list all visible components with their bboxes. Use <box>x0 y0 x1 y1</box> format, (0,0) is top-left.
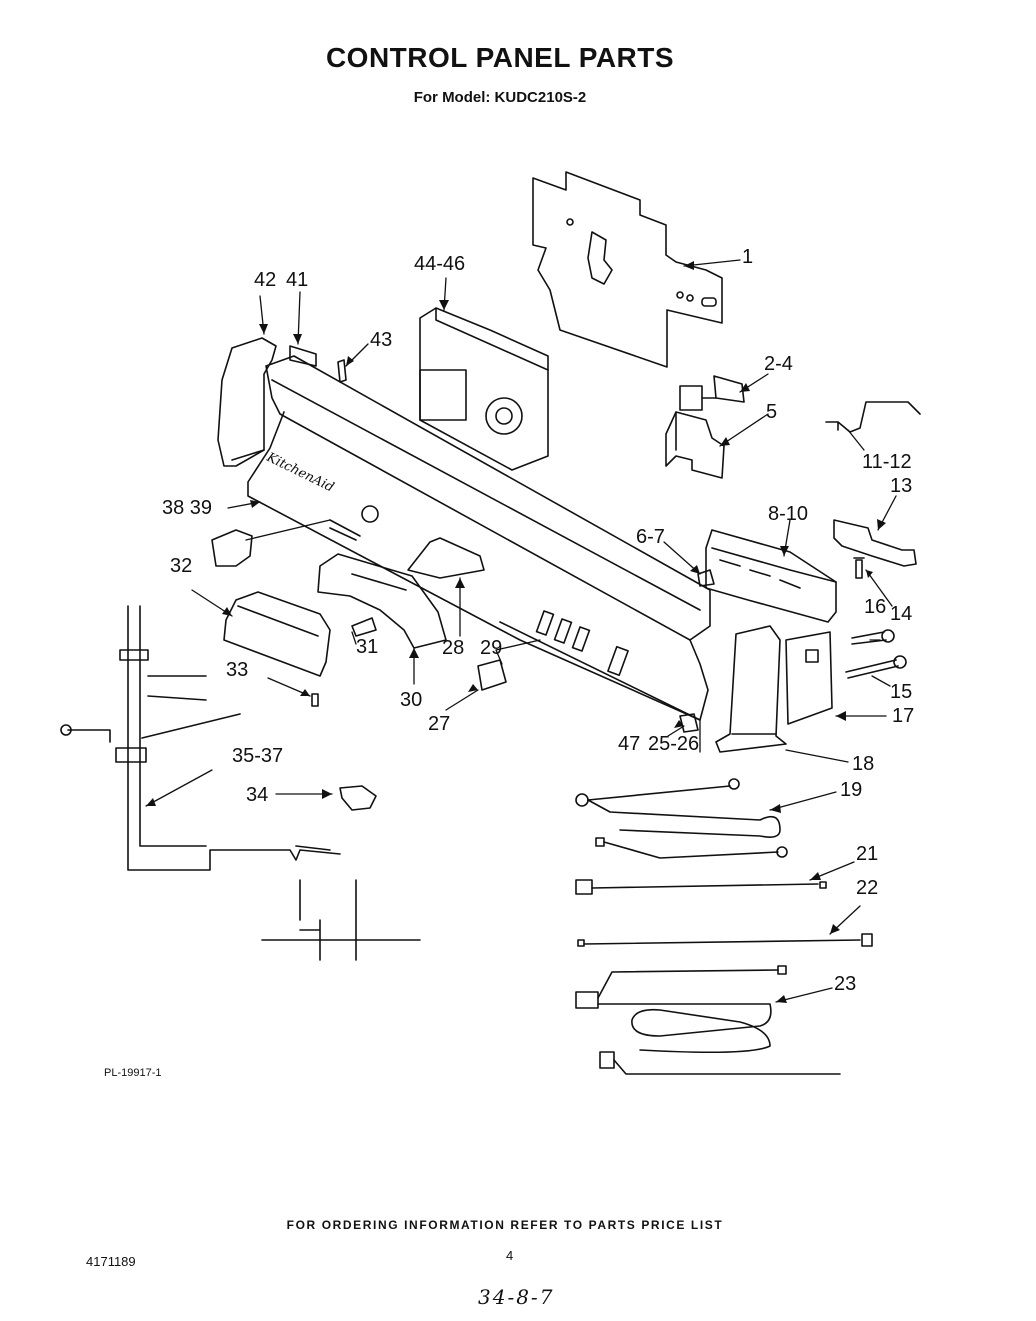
part-18-end-cap <box>715 625 787 753</box>
callout-label: 17 <box>892 705 914 727</box>
part-32-handle <box>223 591 331 677</box>
part-38-39-knob <box>211 529 253 567</box>
callout-label: 42 <box>254 269 276 291</box>
part-22-wire <box>577 933 873 947</box>
callout-label: 35-37 <box>232 745 283 767</box>
page-title: CONTROL PANEL PARTS <box>325 42 675 73</box>
part-15-screw <box>845 655 907 679</box>
model-subtitle: For Model: KUDC210S-2 <box>413 89 587 106</box>
part-33-screw <box>311 693 319 707</box>
callout-label: 5 <box>766 401 777 423</box>
callout-label: 19 <box>840 779 862 801</box>
part-16-screw <box>851 629 895 645</box>
part-2-4-switch <box>679 375 745 411</box>
part-19-wire <box>575 778 788 859</box>
callout-label: 11-12 <box>862 451 912 473</box>
part-control-console <box>247 355 711 721</box>
part-14-screw <box>853 557 865 579</box>
callout-label: 30 <box>400 689 422 711</box>
callout-label: 44-46 <box>414 253 465 275</box>
callout-label: 1 <box>742 246 753 268</box>
callout-label: 18 <box>852 753 874 775</box>
brand-logo: KitchenAid <box>263 450 336 496</box>
callout-label: 16 <box>864 596 886 618</box>
ordering-note: FOR ORDERING INFORMATION REFER TO PARTS … <box>286 1218 724 1232</box>
part-8-10-control-block <box>705 529 837 623</box>
part-17-bracket <box>785 631 833 725</box>
part-30-bracket <box>317 553 447 649</box>
callout-label: 15 <box>890 681 912 703</box>
part-6-7-clip <box>697 569 715 587</box>
part-5-housing <box>665 411 725 479</box>
callout-label: 2-4 <box>764 353 793 375</box>
callout-label: 31 <box>356 636 378 658</box>
handwritten-note: 34-8-7 <box>478 1285 555 1309</box>
callout-label: 34 <box>246 784 268 806</box>
part-35-37-hose <box>60 605 421 961</box>
callout-label: 23 <box>834 973 856 995</box>
callout-arrowheads <box>146 261 886 1003</box>
callout-label: 27 <box>428 713 450 735</box>
callout-label: 47 <box>618 733 640 755</box>
callout-labels: 1 2-4 5 11-12 13 14 15 16 17 18 19 21 22… <box>162 246 914 995</box>
part-34-clip <box>339 785 377 811</box>
callout-label: 14 <box>890 603 912 625</box>
callout-label: 28 <box>442 637 464 659</box>
part-1-bracket-plate <box>532 171 723 368</box>
part-27-29-catch <box>477 659 507 691</box>
callout-label: 13 <box>890 475 912 497</box>
callout-label: 6-7 <box>636 526 665 548</box>
drawing-number: PL-19917-1 <box>104 1067 162 1079</box>
callout-label: 33 <box>226 659 248 681</box>
part-43-screw <box>337 359 347 383</box>
callout-label: 8-10 <box>768 503 808 525</box>
part-13-switch <box>833 519 917 567</box>
document-number: 4171189 <box>86 1254 136 1269</box>
part-31-screw <box>351 617 377 637</box>
callout-label: 21 <box>856 843 878 865</box>
callout-label: 38 39 <box>162 497 212 519</box>
callout-label: 32 <box>170 555 192 577</box>
callout-label: 29 <box>480 637 502 659</box>
callout-label: 41 <box>286 269 308 291</box>
part-41-clip <box>289 345 317 367</box>
part-44-46-timer <box>419 307 549 471</box>
callout-label: 22 <box>856 877 878 899</box>
part-23-wire <box>575 965 841 1075</box>
part-47-bumper <box>679 713 699 733</box>
part-21-wire <box>575 879 827 895</box>
part-42-end-cap <box>217 337 277 467</box>
callout-label: 43 <box>370 329 392 351</box>
part-28-latch <box>407 537 485 579</box>
part-11-12-wire <box>825 401 921 433</box>
callout-label: 25-26 <box>648 733 699 755</box>
page-number: 4 <box>506 1248 514 1263</box>
